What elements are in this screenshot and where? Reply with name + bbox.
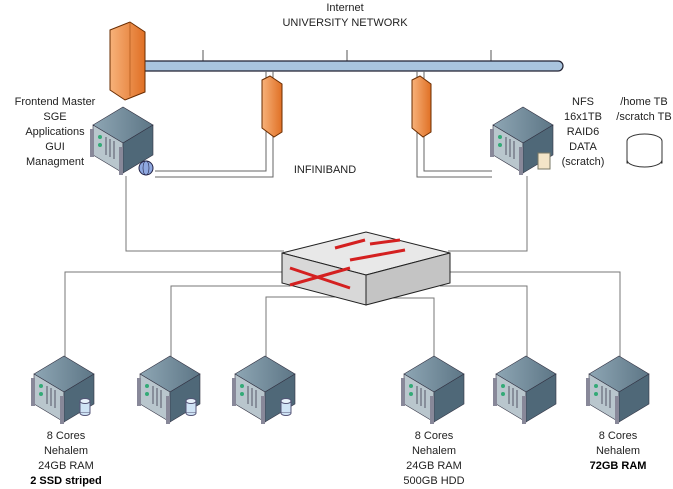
frontend-line: Frontend Master: [14, 96, 96, 108]
storage-disk-icon: [626, 133, 663, 168]
frontend-line: SGE: [43, 111, 67, 123]
home-label: /home TB: [620, 96, 668, 108]
frontend-uplink: [155, 71, 274, 178]
compute-node-icon: [400, 355, 465, 425]
compute-node-icon: [492, 355, 557, 425]
node-spec: 8 Cores: [46, 430, 86, 442]
node-spec: Nehalem: [595, 445, 641, 457]
infiniband-switch-icon: [281, 231, 451, 306]
main-firewall-icon: [109, 21, 146, 101]
scratch-label: /scratch TB: [616, 111, 672, 123]
nfs-label: NFS 16x1TB RAID6 DATA (scratch): [562, 95, 605, 170]
ssd-disk-icon: [185, 398, 197, 416]
nfs-line: 16x1TB: [564, 111, 602, 123]
university-network-label: UNIVERSITY NETWORK: [282, 17, 408, 29]
node-group-label: 8 Cores Nehalem 24GB RAM 2 SSD striped: [30, 429, 102, 489]
storage-label: /home TB /scratch TB: [616, 95, 671, 125]
node-spec: 24GB RAM: [38, 460, 94, 472]
frontend-line: Managment: [25, 156, 85, 168]
network-label: Internet UNIVERSITY NETWORK: [282, 1, 407, 31]
nfs-line: RAID6: [566, 126, 600, 138]
infiniband-links: [64, 176, 621, 360]
ssd-disk-icon: [79, 398, 91, 416]
node-spec: 2 SSD striped: [30, 475, 102, 487]
university-network-bus: [139, 50, 564, 72]
nfs-line: NFS: [572, 96, 594, 108]
node-group-label: 8 Cores Nehalem 72GB RAM: [590, 429, 647, 474]
nfs-line: (scratch): [561, 156, 605, 168]
node-spec: Nehalem: [43, 445, 89, 457]
node-spec: 8 Cores: [598, 430, 638, 442]
node-group-label: 8 Cores Nehalem 24GB RAM 500GB HDD: [403, 429, 464, 489]
node-spec: 8 Cores: [414, 430, 454, 442]
node-spec: Nehalem: [411, 445, 457, 457]
frontend-line: Applications: [25, 126, 85, 138]
compute-node-icon: [585, 355, 650, 425]
firewall-icon: [261, 75, 283, 138]
nfs-drive-icon: [537, 152, 551, 170]
nfs-line: DATA: [569, 141, 597, 153]
globe-icon: [138, 160, 154, 176]
node-spec: 500GB HDD: [403, 475, 465, 487]
node-spec: 24GB RAM: [406, 460, 462, 472]
frontend-label: Frontend Master SGE Applications GUI Man…: [15, 95, 96, 170]
firewall-icon: [411, 75, 432, 138]
infiniband-label: INFINIBAND: [293, 164, 357, 176]
ssd-disk-icon: [280, 398, 292, 416]
internet-label: Internet: [326, 2, 364, 14]
node-spec: 72GB RAM: [589, 460, 647, 472]
frontend-line: GUI: [45, 141, 65, 153]
